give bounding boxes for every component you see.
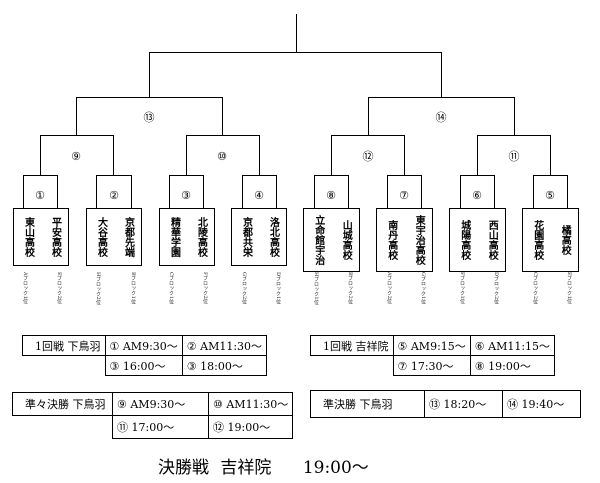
schedule-slot: ⑧ 19:00～ bbox=[469, 355, 556, 376]
seed-label: Fブロック2位 bbox=[202, 272, 208, 304]
schedule-slot: ⑪ 17:00～ bbox=[112, 415, 209, 439]
seed-label: Fブロック1位 bbox=[459, 272, 465, 304]
schedule-slot: ③ 16:00～ bbox=[104, 355, 183, 376]
seed-label: Cブロック2位 bbox=[532, 272, 538, 305]
match-5-teams: 花園高校 橘高校 bbox=[522, 208, 579, 272]
team-name: 西山高校 bbox=[486, 220, 498, 260]
game-number-12: ⑫ bbox=[362, 150, 374, 163]
seed-label: Gブロック1位 bbox=[420, 272, 426, 305]
seed-label: Hブロック1位 bbox=[313, 272, 319, 305]
schedule-blank bbox=[13, 416, 113, 439]
final-label: 決勝戦 bbox=[158, 458, 209, 478]
final-venue: 吉祥院 bbox=[220, 458, 272, 478]
schedule-blank bbox=[311, 356, 394, 376]
seed-label: Hブロック2位 bbox=[95, 272, 101, 305]
team-name: 東山高校 bbox=[22, 217, 34, 257]
seed-label: Eブロック1位 bbox=[566, 272, 572, 304]
game-number-5: ⑤ bbox=[545, 189, 555, 202]
team-name: 京都先端 bbox=[122, 217, 134, 257]
team-name: 大谷高校 bbox=[95, 217, 107, 257]
game-number-2: ② bbox=[109, 189, 119, 202]
team-name: 京都共栄 bbox=[240, 217, 252, 257]
game-number-14: ⑭ bbox=[435, 111, 447, 124]
team-name: 城陽高校 bbox=[458, 220, 470, 260]
team-name: 立命館宇治 bbox=[312, 215, 324, 265]
schedule-slot: ⑦ 17:30～ bbox=[392, 355, 471, 376]
match-2-teams: 大谷高校 京都先端 bbox=[86, 208, 142, 266]
game-number-7: ⑦ bbox=[399, 189, 409, 202]
game-number-6: ⑥ bbox=[472, 189, 482, 202]
schedule-slot: ⑥ AM11:15～ bbox=[469, 335, 556, 356]
team-name: 北陵高校 bbox=[195, 217, 207, 257]
game-number-10: ⑩ bbox=[217, 150, 227, 163]
schedule-slot: ⑫ 19:00～ bbox=[207, 415, 294, 439]
match-6-teams: 城陽高校 西山高校 bbox=[449, 208, 506, 272]
schedule-label: 1回戦 吉祥院 bbox=[310, 335, 394, 356]
team-name: 洛北高校 bbox=[267, 217, 279, 257]
schedule-slot: ② AM11:30～ bbox=[181, 335, 268, 356]
seed-label: Dブロック1位 bbox=[275, 272, 281, 305]
game-number-8: ⑧ bbox=[326, 189, 336, 202]
schedule-quarterfinal-left: 準々決勝 下鳥羽 ⑨ AM9:30～ ⑩ AM11:30～ ⑪ 17:00～ ⑫… bbox=[12, 392, 294, 439]
seed-label: Bブロック1位 bbox=[130, 272, 136, 304]
schedule-round1-left: 1回戦 下鳥羽 ① AM9:30～ ② AM11:30～ ③ 16:00～ ③ … bbox=[22, 335, 268, 376]
seed-label: Eブロック2位 bbox=[56, 272, 62, 304]
seed-label: Cブロック1位 bbox=[168, 272, 174, 305]
team-name: 精華学園 bbox=[168, 217, 180, 257]
game-number-4: ④ bbox=[254, 189, 264, 202]
schedule-label: 1回戦 下鳥羽 bbox=[22, 335, 106, 356]
schedule-slot: ⑨ AM9:30～ bbox=[112, 392, 209, 416]
team-name: 橘高校 bbox=[559, 225, 571, 255]
schedule-semifinal-right: 準決勝 下鳥羽 ⑬ 18:20～ ⑭ 19:40～ bbox=[310, 390, 581, 418]
seed-label: Aブロック1位 bbox=[22, 272, 28, 304]
schedule-label: 準決勝 下鳥羽 bbox=[310, 390, 425, 418]
schedule-slot: ⑬ 18:20～ bbox=[424, 390, 503, 418]
seed-label: Bブロック2位 bbox=[347, 272, 353, 304]
team-name: 山城高校 bbox=[340, 220, 352, 260]
match-8-teams: 立命館宇治 山城高校 bbox=[303, 208, 360, 272]
schedule-round1-right: 1回戦 吉祥院 ⑤ AM9:15～ ⑥ AM11:15～ ⑦ 17:30～ ⑧ … bbox=[310, 335, 556, 376]
schedule-slot: ⑭ 19:40～ bbox=[502, 390, 581, 418]
team-name: 南丹高校 bbox=[385, 220, 397, 260]
schedule-label: 準々決勝 下鳥羽 bbox=[12, 392, 113, 416]
game-number-1: ① bbox=[35, 189, 45, 202]
seed-label: Dブロック2位 bbox=[493, 272, 499, 305]
match-3-teams: 精華学園 北陵高校 bbox=[159, 208, 215, 266]
team-name: 平安高校 bbox=[49, 217, 61, 257]
final-schedule: 決勝戦 吉祥院 19:00～ bbox=[158, 453, 369, 478]
match-1-teams: 東山高校 平安高校 bbox=[13, 208, 69, 266]
team-name: 花園高校 bbox=[531, 220, 543, 260]
game-number-3: ③ bbox=[181, 189, 191, 202]
schedule-slot: ① AM9:30～ bbox=[104, 335, 183, 356]
game-number-9: ⑨ bbox=[71, 150, 81, 163]
schedule-slot: ⑤ AM9:15～ bbox=[392, 335, 471, 356]
schedule-blank bbox=[23, 356, 106, 376]
seed-label: Aブロック2位 bbox=[386, 272, 392, 304]
game-number-11: ⑪ bbox=[508, 150, 520, 163]
match-7-teams: 南丹高校 東宇治高校 bbox=[376, 208, 433, 272]
game-number-13: ⑬ bbox=[143, 111, 155, 124]
seed-label: Gブロック2位 bbox=[241, 272, 247, 305]
schedule-slot: ③ 18:00～ bbox=[181, 355, 268, 376]
final-time: 19:00～ bbox=[302, 458, 369, 478]
team-name: 東宇治高校 bbox=[413, 215, 425, 265]
match-4-teams: 京都共栄 洛北高校 bbox=[231, 208, 287, 266]
schedule-slot: ⑩ AM11:30～ bbox=[207, 392, 294, 416]
